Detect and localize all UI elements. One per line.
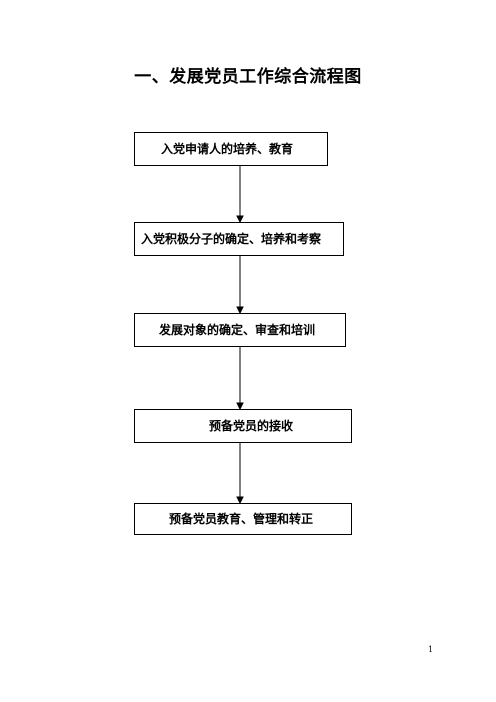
flow-step-4: 预备党员的接收 (134, 409, 352, 443)
flow-step-2: 入党积极分子的确定、培养和考察 (134, 222, 344, 256)
page-title: 一、发展党员工作综合流程图 (134, 67, 362, 87)
flow-step-4-label: 预备党员的接收 (209, 419, 294, 433)
flow-step-5-label: 预备党员教育、管理和转正 (169, 512, 314, 526)
flow-step-2-label: 入党积极分子的确定、培养和考察 (141, 232, 322, 246)
flow-step-1: 入党申请人的培养、教育 (134, 132, 328, 166)
flow-step-3: 发展对象的确定、审查和培训 (134, 313, 346, 347)
flow-step-3-label: 发展对象的确定、审查和培训 (159, 323, 316, 337)
flow-step-1-label: 入党申请人的培养、教育 (161, 142, 294, 156)
flow-step-5: 预备党员教育、管理和转正 (134, 503, 352, 535)
page-number: 1 (428, 645, 434, 654)
